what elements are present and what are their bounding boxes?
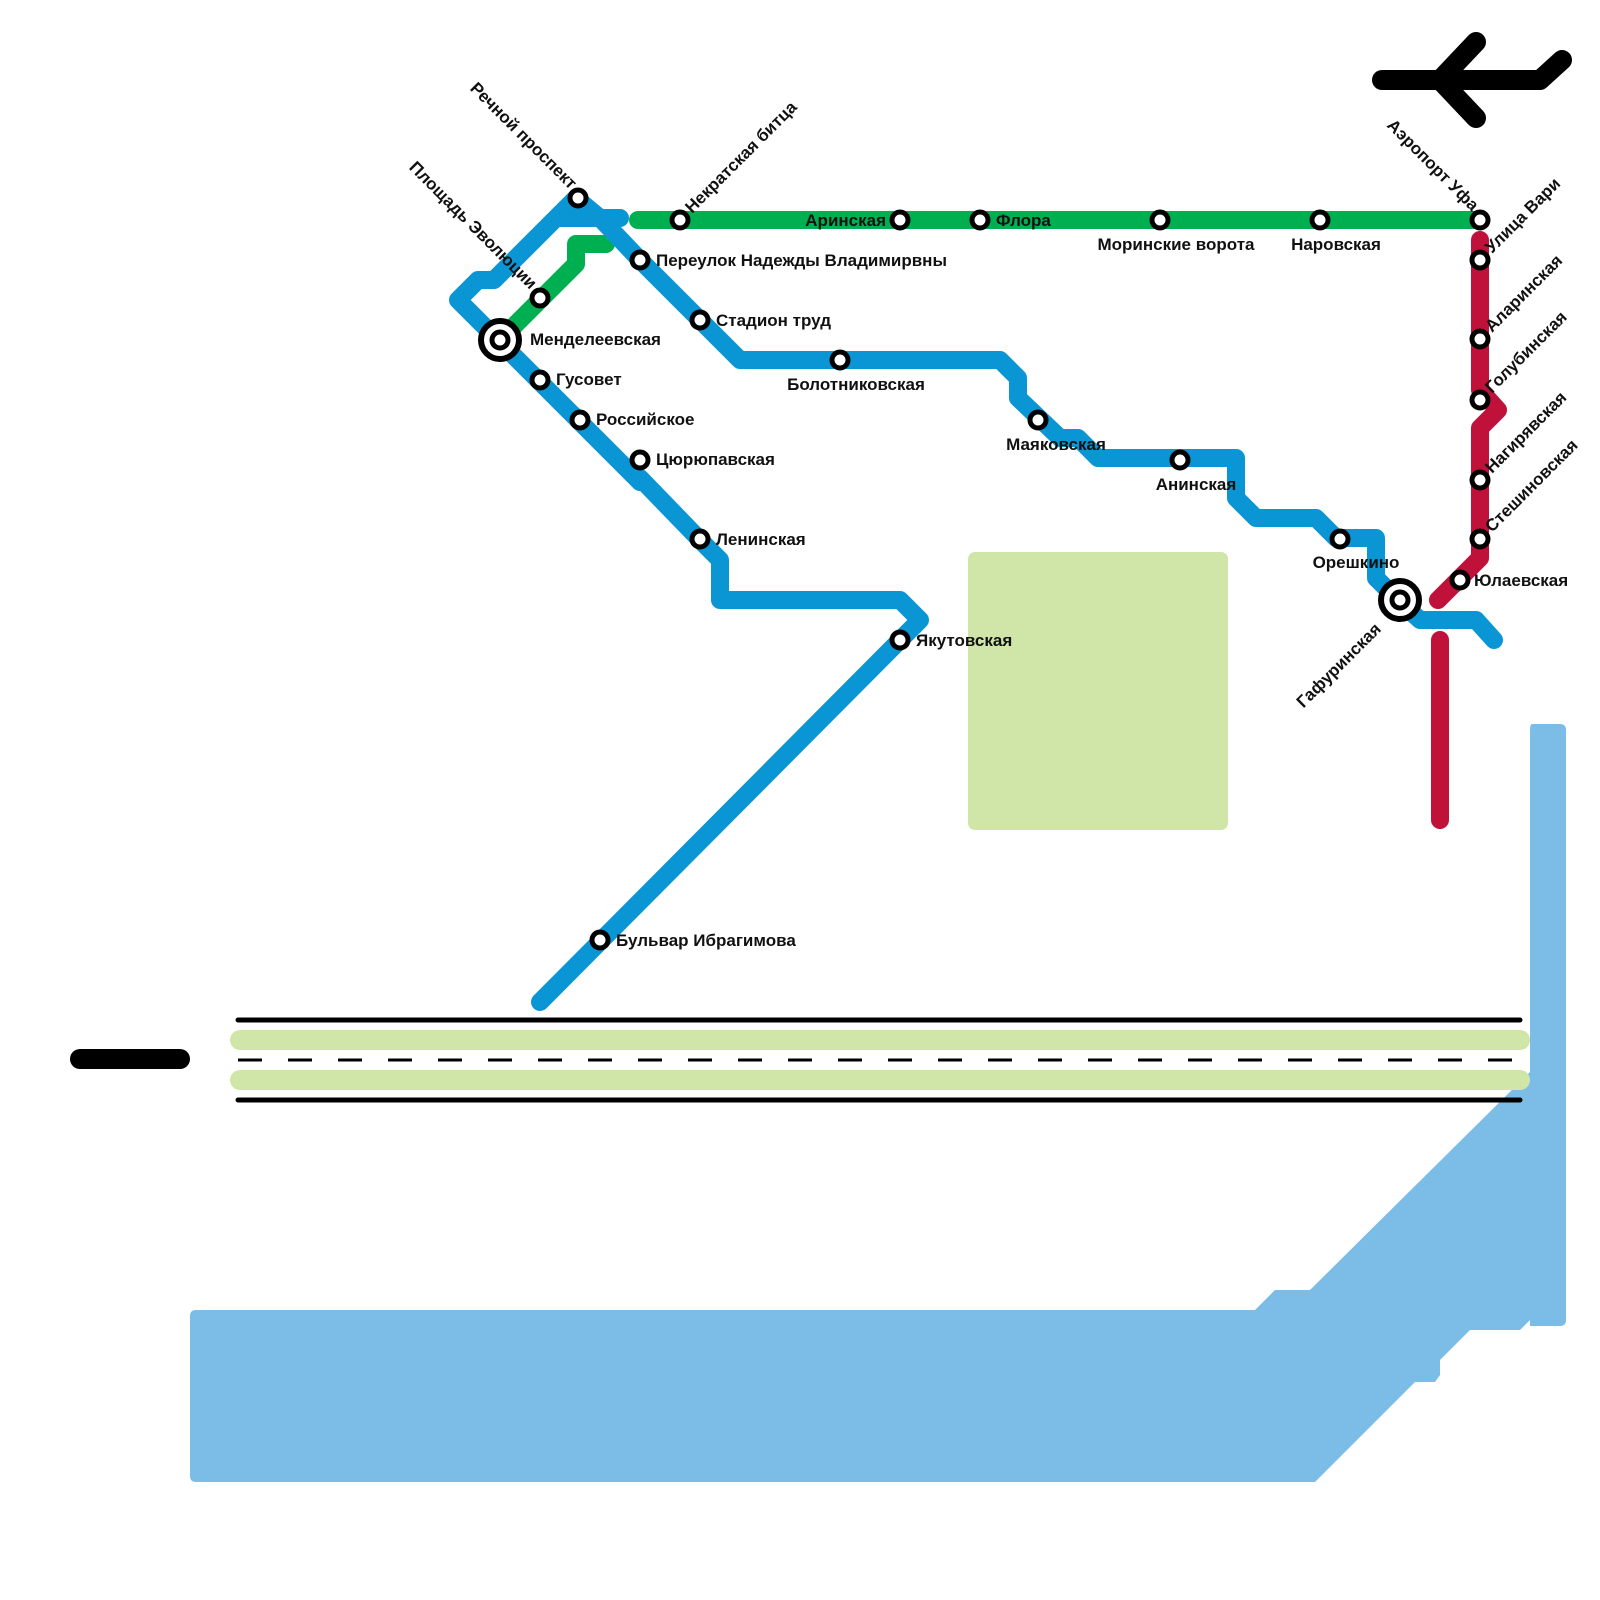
- station-bolotnikovskaya[interactable]: [829, 349, 851, 371]
- label-bulvar: Бульвар Ибрагимова: [616, 931, 796, 950]
- label-ulitsa-vari: Улица Вари: [1481, 174, 1564, 257]
- station-gusovet[interactable]: [529, 369, 551, 391]
- station-aeroport[interactable]: [1469, 209, 1491, 231]
- label-mayakovskaya: Маяковская: [1006, 435, 1106, 454]
- park: [968, 552, 1228, 830]
- label-flora: Флора: [996, 211, 1051, 230]
- highway: [230, 1017, 1530, 1103]
- interchange-mendeleevskaya[interactable]: [478, 318, 522, 362]
- airplane-icon: [1372, 32, 1572, 128]
- station-oreshkino[interactable]: [1329, 528, 1351, 550]
- station-stadion[interactable]: [689, 309, 711, 331]
- label-tsyurupavskaya: Цюрюпавская: [656, 450, 775, 469]
- red-line: [1429, 231, 1507, 829]
- station-yakutovskaya[interactable]: [889, 629, 911, 651]
- station-bulvar[interactable]: [589, 929, 611, 951]
- station-nagiryavskaya[interactable]: [1469, 469, 1491, 491]
- stations: [478, 187, 1491, 951]
- label-rechnoy: Речной проспект: [466, 79, 580, 193]
- label-mendeleevskaya: Менделеевская: [530, 330, 661, 349]
- station-flora[interactable]: [969, 209, 991, 231]
- label-gusovet: Гусовет: [556, 370, 622, 389]
- label-nekratskaya: Некратская битца: [681, 97, 801, 217]
- label-yakutovskaya: Якутовская: [916, 631, 1012, 650]
- label-aeroport: Аэропорт Уфа: [1383, 116, 1483, 216]
- station-leninskaya[interactable]: [689, 528, 711, 550]
- label-yulaevskaya: Юлаевская: [1474, 571, 1568, 590]
- station-steshinovskaya[interactable]: [1469, 528, 1491, 550]
- label-oreshkino: Орешкино: [1313, 553, 1400, 572]
- label-rossiyskoe: Российское: [596, 410, 694, 429]
- label-narovskaya: Наровская: [1291, 235, 1381, 254]
- station-arinskaya[interactable]: [889, 209, 911, 231]
- label-stadion: Стадион труд: [716, 311, 831, 330]
- station-golubinskaya[interactable]: [1469, 389, 1491, 411]
- station-aninskaya[interactable]: [1169, 449, 1191, 471]
- label-arinskaya: Аринская: [805, 211, 886, 230]
- interchange-gafurinskaya[interactable]: [1378, 578, 1422, 622]
- river-east: [1530, 724, 1566, 1326]
- station-mayakovskaya[interactable]: [1027, 409, 1049, 431]
- station-yulaevskaya[interactable]: [1449, 569, 1471, 591]
- station-rossiyskoe[interactable]: [569, 409, 591, 431]
- label-leninskaya: Ленинская: [716, 530, 806, 549]
- label-bolotnikovskaya: Болотниковская: [787, 375, 925, 394]
- label-gafurinskaya: Гафуринская: [1293, 619, 1385, 711]
- station-alarinskaya[interactable]: [1469, 328, 1491, 350]
- water-areas: [190, 650, 1566, 1482]
- station-morinskie[interactable]: [1149, 209, 1171, 231]
- station-pereulok[interactable]: [629, 249, 651, 271]
- label-morinskie: Моринские ворота: [1098, 235, 1256, 254]
- station-ulitsa-vari[interactable]: [1469, 249, 1491, 271]
- station-tsyurupavskaya[interactable]: [629, 449, 651, 471]
- label-pereulok: Переулок Надежды Владимирвны: [656, 251, 947, 270]
- station-rechnoy[interactable]: [567, 187, 589, 209]
- station-nekratskaya[interactable]: [669, 209, 691, 231]
- label-aninskaya: Анинская: [1156, 475, 1237, 494]
- river-south: [190, 1072, 1530, 1482]
- station-narovskaya[interactable]: [1309, 209, 1331, 231]
- station-ploshchad-evolyutsii[interactable]: [529, 287, 551, 309]
